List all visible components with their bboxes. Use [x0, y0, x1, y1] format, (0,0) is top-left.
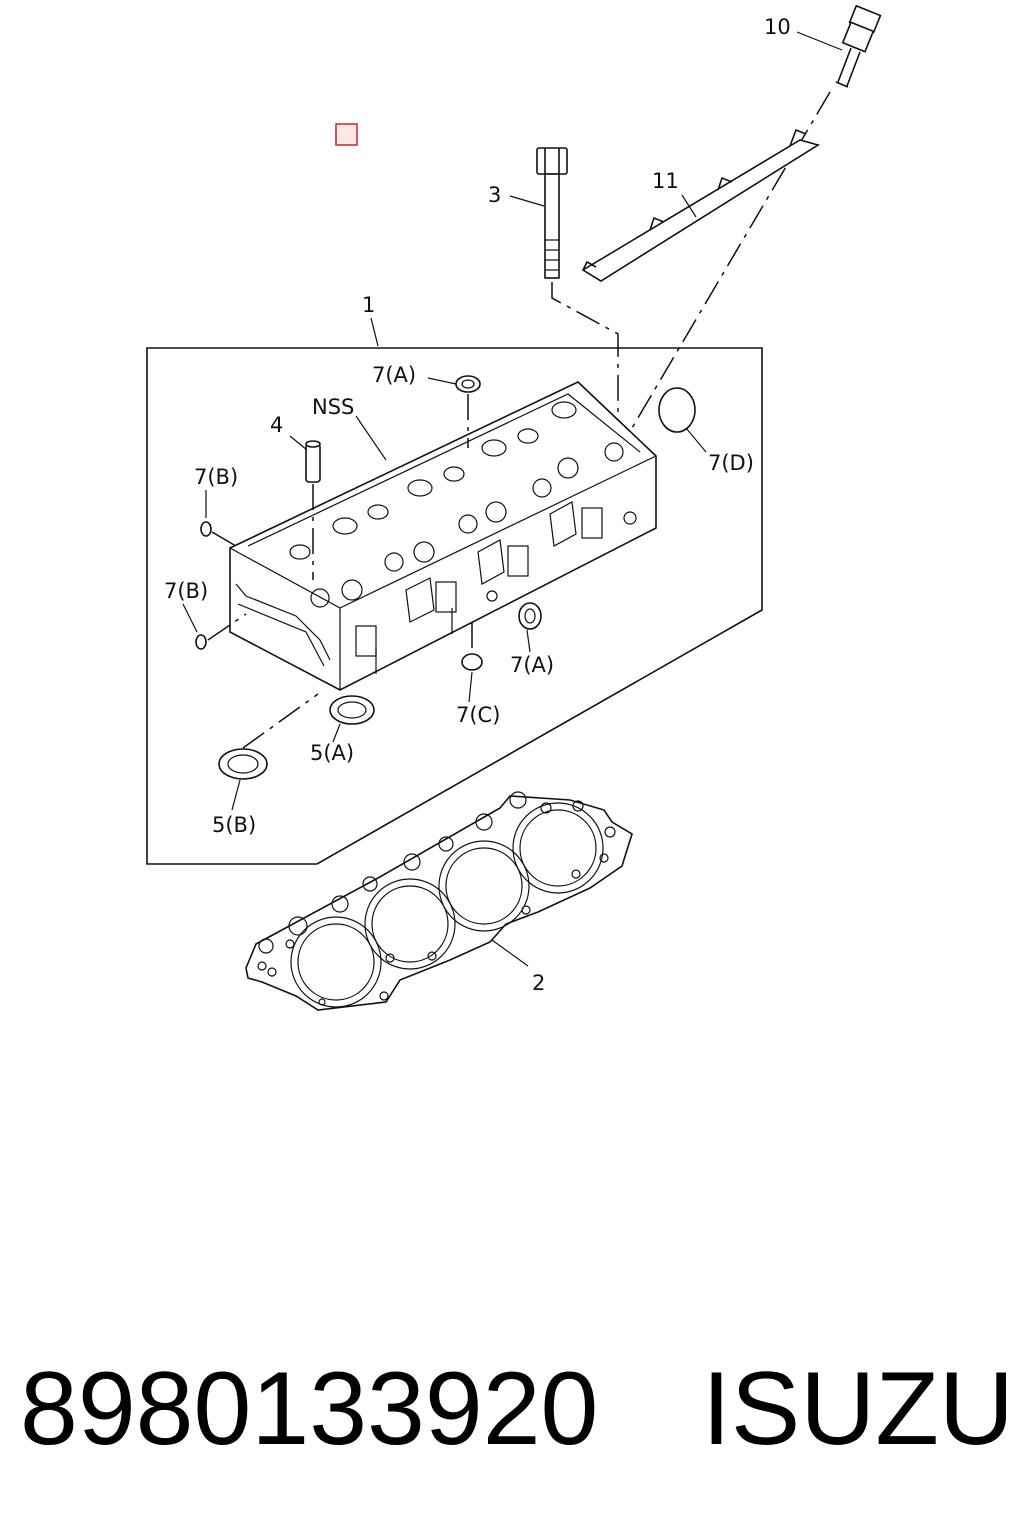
callout-10: 10	[764, 15, 791, 39]
callout-7b-upper: 7(B)	[194, 465, 238, 489]
part-number-caption: 8980133920	[20, 1351, 598, 1467]
brand-caption: ISUZU	[702, 1351, 1014, 1467]
head-gasket-part	[245, 791, 633, 1011]
assembly-frame	[146, 347, 763, 865]
seal-7a-top	[455, 375, 481, 393]
callout-4: 4	[270, 413, 283, 437]
cylinder-head-part	[229, 381, 657, 691]
seal-5b	[218, 748, 268, 780]
callout-5a: 5(A)	[310, 741, 354, 765]
callout-5b: 5(B)	[212, 813, 256, 837]
callout-7a-top: 7(A)	[372, 363, 416, 387]
callout-2: 2	[532, 971, 545, 995]
selection-marker	[335, 123, 358, 146]
callout-7a-right: 7(A)	[510, 653, 554, 677]
callout-3: 3	[488, 183, 501, 207]
callout-7c: 7(C)	[456, 703, 500, 727]
glow-plug-part	[835, 4, 882, 88]
connector-bar-part	[581, 128, 820, 282]
callout-1: 1	[362, 293, 375, 317]
cup-plug-7d	[658, 387, 696, 433]
plug-7b-lower	[195, 634, 207, 650]
valve-guide-part	[305, 440, 321, 483]
seal-7a-right	[518, 602, 542, 630]
head-bolt-part	[536, 147, 568, 279]
plug-7c	[461, 653, 483, 671]
callout-nss: NSS	[312, 395, 354, 419]
callout-7b-lower: 7(B)	[164, 579, 208, 603]
plug-7b-upper	[200, 521, 212, 537]
seal-5a	[329, 695, 375, 725]
callout-7d: 7(D)	[708, 451, 754, 475]
callout-11: 11	[652, 169, 679, 193]
